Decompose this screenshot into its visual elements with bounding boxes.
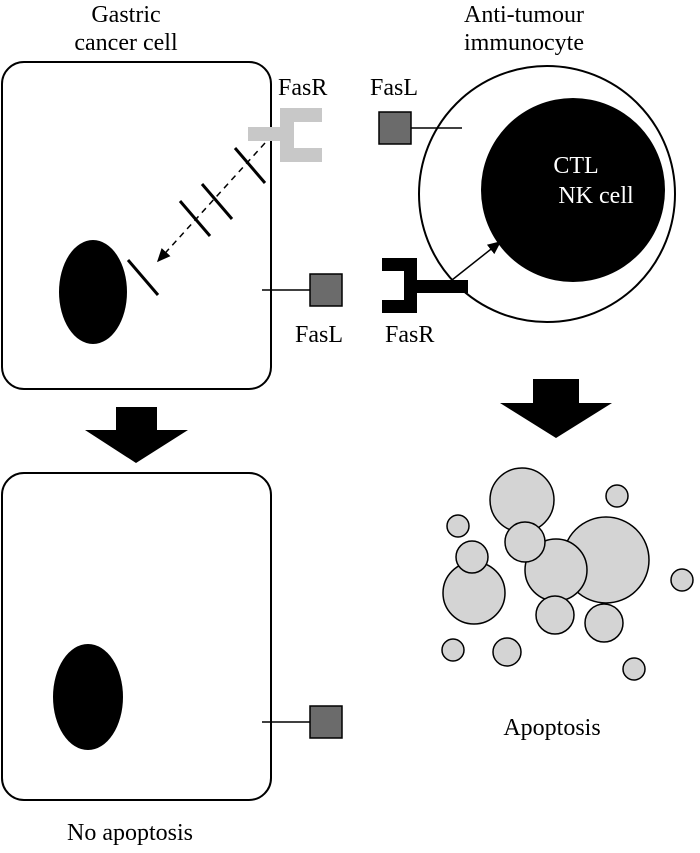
fasr-bottom-label: FasR bbox=[385, 322, 434, 348]
apoptosis-label: Apoptosis bbox=[503, 715, 600, 741]
ctl-label: CTL bbox=[553, 153, 598, 179]
apoptotic-bodies bbox=[441, 467, 694, 681]
gastric-cell-nucleus bbox=[59, 240, 127, 344]
no-apoptosis-label: No apoptosis bbox=[67, 820, 193, 846]
signal-block-bars bbox=[126, 147, 267, 296]
down-arrow-right bbox=[500, 379, 612, 438]
apoptosis-signal-arrow bbox=[451, 241, 502, 281]
surviving-cell-nucleus bbox=[53, 644, 123, 750]
fasl-immunocyte bbox=[378, 111, 412, 145]
ctl-nk-cell-nucleus bbox=[481, 98, 665, 282]
fasr-top-label: FasR bbox=[278, 75, 327, 101]
gastric-cancer-cell-surviving bbox=[1, 472, 272, 801]
gastric-cancer-cell bbox=[1, 61, 272, 390]
fasr-inactive-receptor bbox=[248, 108, 322, 162]
immunocyte-title-line1: Anti-tumour bbox=[464, 2, 584, 28]
gastric-cell-title-line1: Gastric bbox=[91, 2, 160, 28]
down-arrow-left bbox=[85, 407, 188, 463]
nk-cell-label: NK cell bbox=[558, 183, 634, 209]
fasl-surviving-cell bbox=[309, 705, 343, 739]
fasl-gastric bbox=[309, 273, 343, 307]
immunocyte-title-line2: immunocyte bbox=[464, 30, 584, 56]
fasr-active-receptor bbox=[382, 258, 468, 313]
fasl-bottom-label: FasL bbox=[295, 322, 343, 348]
gastric-cell-title-line2: cancer cell bbox=[74, 30, 178, 56]
fasl-top-label: FasL bbox=[370, 75, 418, 101]
